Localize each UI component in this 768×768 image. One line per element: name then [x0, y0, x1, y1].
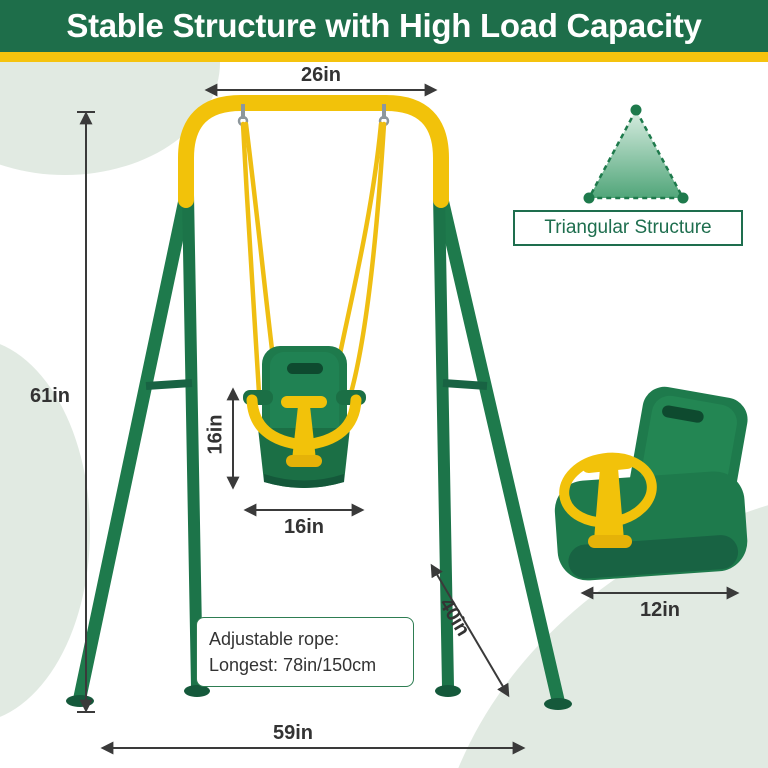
seat-handle-slot — [287, 363, 323, 374]
seat-t-bar-top — [281, 396, 327, 408]
swing-seat — [243, 346, 366, 488]
dimension-seat-width-label: 16in — [283, 516, 325, 538]
dimension-seat-back-height-label: 16in — [204, 414, 227, 455]
triangular-structure-label: Triangular Structure — [513, 210, 743, 246]
dimension-base-width-label: 59in — [272, 722, 314, 744]
frame-foot — [184, 685, 210, 697]
rope-note-box: Adjustable rope: Longest: 78in/150cm — [196, 617, 414, 688]
dimension-arrows — [77, 83, 740, 755]
banner-title: Stable Structure with High Load Capacity — [66, 7, 702, 44]
frame-foot — [435, 685, 461, 697]
arrow-frame-depth — [430, 563, 510, 698]
dimension-frame-height-label: 61in — [29, 385, 71, 407]
frame-foot — [544, 698, 572, 710]
top-bar — [178, 95, 449, 208]
rope-note-line2: Longest: 78in/150cm — [209, 655, 377, 676]
dimension-top-bar-width-label: 26in — [300, 64, 342, 86]
frame-foot — [66, 695, 94, 707]
dimension-seat-overall-width-label: 12in — [639, 599, 681, 621]
header-banner: Stable Structure with High Load Capacity — [0, 0, 768, 52]
banner-underline — [0, 52, 768, 62]
triangle-structure-diagram — [583, 104, 689, 204]
rope-note-line1: Adjustable rope: — [209, 629, 340, 649]
seat-t-post — [292, 406, 316, 460]
seat-side-handle-slot — [662, 405, 704, 423]
seat-side-illustration — [554, 386, 748, 581]
